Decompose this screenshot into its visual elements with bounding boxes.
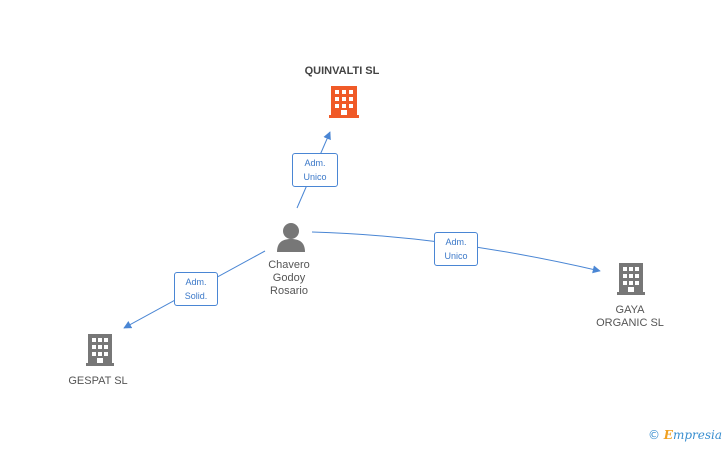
copyright-symbol: © [647, 428, 660, 442]
building-icon[interactable] [86, 334, 114, 366]
brand-initial: E [663, 428, 673, 442]
node-label-person[interactable]: Chavero Godoy Rosario [239, 259, 339, 298]
node-label-quinvalti[interactable]: QUINVALTI SL [304, 65, 380, 77]
edge-role-badge: Adm. Solid. [174, 272, 218, 306]
edge-role-badge: Adm. Unico [434, 232, 478, 266]
empresia-logo: © Empresia [648, 428, 722, 442]
edge-role-badge: Adm. Unico [292, 153, 338, 187]
edge-role-line: Adm. [445, 237, 467, 247]
person-icon[interactable] [277, 223, 305, 252]
edge-role-line: Solid. [184, 291, 208, 301]
brand-name: mpresia [672, 428, 722, 442]
edge-role-line: Adm. [304, 158, 326, 168]
node-label-line: GAYA [615, 304, 645, 316]
edge-role-line: Unico [303, 172, 327, 182]
node-label-gespat[interactable]: GESPAT SL [68, 375, 128, 387]
edge-role-line: Unico [444, 251, 468, 261]
node-label-line: Rosario [270, 285, 308, 297]
edge-role-line: Adm. [185, 277, 207, 287]
node-label-line: Chavero [268, 259, 310, 271]
building-icon[interactable] [617, 263, 645, 295]
node-label-gaya[interactable]: GAYA ORGANIC SL [580, 304, 680, 330]
node-label-line: Godoy [272, 272, 306, 284]
node-label-line: ORGANIC SL [596, 317, 664, 329]
building-icon[interactable] [329, 86, 359, 118]
